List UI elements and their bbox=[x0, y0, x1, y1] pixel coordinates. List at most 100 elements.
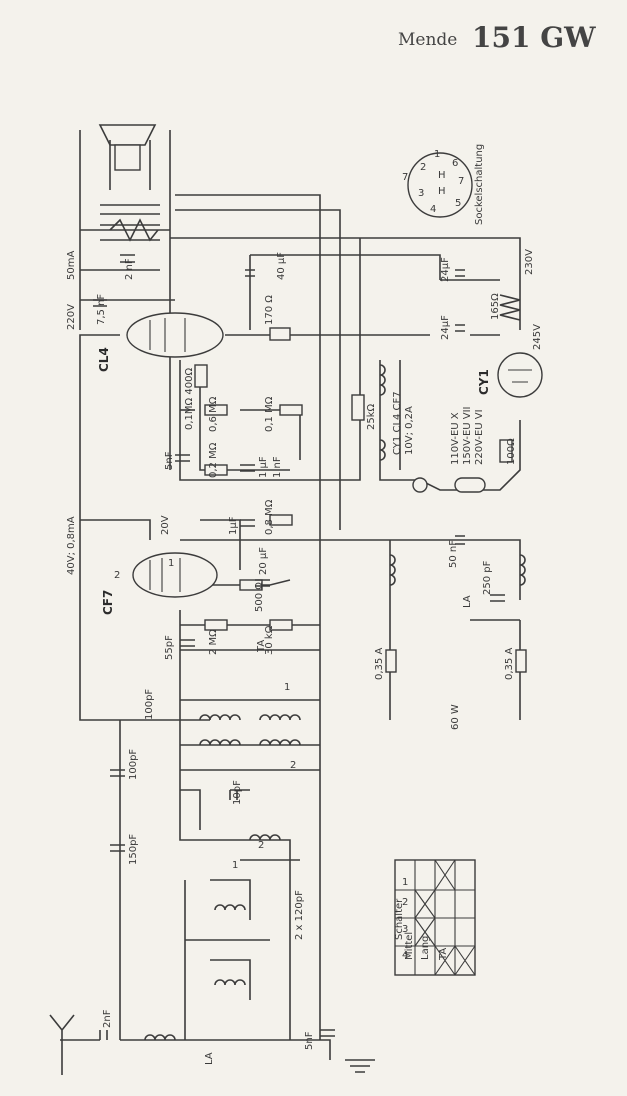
label-100pf: 100pF bbox=[128, 749, 139, 780]
tube-cl4: CL4 bbox=[97, 312, 224, 372]
tube-cy1-label: CY1 bbox=[477, 369, 491, 395]
socket-pin-1: 1 bbox=[434, 149, 440, 160]
label-06m: 0,6 MΩ bbox=[208, 396, 219, 432]
socket-key: 7 bbox=[402, 172, 408, 183]
label-5nf-bot: 5nF bbox=[304, 1031, 315, 1050]
resistor-hum bbox=[109, 218, 159, 242]
switch-table-row-mittel: Mittel bbox=[404, 932, 415, 960]
label-24uf-a: 24µF bbox=[440, 257, 451, 282]
label-1uf2: 1µF bbox=[228, 516, 239, 535]
tube-cy1: CY1 bbox=[477, 352, 543, 398]
tube-cf7-label: CF7 bbox=[101, 590, 115, 615]
ground-icon bbox=[345, 1059, 375, 1073]
label-245v: 245V bbox=[532, 324, 543, 350]
resistor-165 bbox=[499, 294, 521, 321]
switch-col-2: 2 bbox=[402, 897, 408, 908]
resistor-02m bbox=[204, 464, 228, 476]
label-5nf: 5nF bbox=[164, 451, 175, 470]
label-230v: 230V bbox=[524, 249, 535, 275]
label-ta: TA bbox=[256, 640, 267, 653]
label-switch-1b: 1 bbox=[232, 860, 238, 871]
tube-cf7: CF7 bbox=[101, 552, 218, 615]
label-55pf: 55pF bbox=[164, 635, 175, 660]
socket-pin-h2: H bbox=[438, 186, 446, 197]
label-2nf-ant: 2nF bbox=[102, 1009, 113, 1028]
coils bbox=[144, 364, 526, 1041]
label-20uf: 20 µF bbox=[258, 547, 269, 575]
socket-pin-4: 4 bbox=[430, 204, 436, 215]
label-40v: 40V; 0,8mA bbox=[66, 516, 77, 575]
label-50nf: 50 nF bbox=[448, 540, 459, 568]
socket-diagram: 7 1 6 2 3 4 5 7 H H Sockelschaltung bbox=[402, 144, 485, 225]
resistor-01m bbox=[279, 404, 303, 416]
fuse-b bbox=[515, 649, 527, 673]
resistors bbox=[109, 218, 527, 673]
pilot-lamp-icon bbox=[412, 477, 428, 493]
label-switch-1a: 1 bbox=[284, 682, 290, 693]
resistor-2m bbox=[204, 619, 228, 631]
label-switch-2b: 2 bbox=[258, 840, 264, 851]
switch-table-marks bbox=[414, 859, 476, 976]
label-40uf: 40 µF bbox=[276, 252, 287, 280]
label-60w: 60 W bbox=[450, 704, 461, 730]
label-150: 150V-EU VII bbox=[462, 406, 473, 465]
label-2x120: 2 x 120pF bbox=[294, 890, 305, 940]
label-08m: 0,8 MΩ bbox=[264, 499, 275, 535]
socket-pin-7: 7 bbox=[458, 176, 464, 187]
socket-pin-3: 3 bbox=[418, 188, 424, 199]
switch-col-4: 4 bbox=[402, 950, 408, 961]
label-100pf-v: 100pF bbox=[144, 689, 155, 720]
label-10pf: 10pF bbox=[232, 780, 243, 805]
label-220v: 220V bbox=[66, 304, 77, 330]
label-170: 170 Ω bbox=[264, 295, 275, 325]
label-30k: 30 kΩ bbox=[264, 625, 275, 655]
wiring bbox=[60, 130, 521, 1060]
label-24uf-b: 24µF bbox=[440, 315, 451, 340]
label-20v: 20V bbox=[160, 515, 171, 535]
regulator-tube bbox=[454, 477, 486, 493]
label-500: 500 Ω bbox=[254, 582, 265, 612]
label-035a-a: 0,35 A bbox=[374, 648, 385, 680]
resistor-08m bbox=[269, 514, 293, 526]
label-400: 0,1MΩ 400Ω bbox=[184, 368, 195, 430]
resistor-500 bbox=[239, 579, 263, 591]
label-150pf: 150pF bbox=[128, 834, 139, 865]
label-switch-2c: 2 bbox=[114, 570, 120, 581]
switch-col-3: 3 bbox=[402, 924, 408, 935]
label-la-bot: LA bbox=[204, 1052, 215, 1065]
label-50ma: 50mA bbox=[66, 251, 77, 280]
label-035a-b: 0,35 A bbox=[504, 648, 515, 680]
resistor-100 bbox=[499, 439, 513, 463]
label-switch-1c: 1 bbox=[168, 558, 174, 569]
switch-table-row-ta: TA bbox=[438, 948, 449, 961]
resistor-06m bbox=[204, 404, 228, 416]
label-110: 110V-EU X bbox=[450, 412, 461, 465]
switch-table-header: Schalter bbox=[394, 898, 405, 940]
label-la-mid: LA bbox=[462, 595, 473, 608]
label-1nf: 1 nF bbox=[272, 456, 283, 478]
label-220: 220V-EU VI bbox=[474, 409, 485, 465]
resistor-170 bbox=[269, 327, 291, 341]
antenna-icon bbox=[49, 1014, 75, 1075]
title-brand: Mende bbox=[398, 30, 457, 50]
socket-caption: Sockelschaltung bbox=[474, 144, 485, 225]
capacitors bbox=[93, 254, 505, 1040]
socket-pin-5: 5 bbox=[455, 198, 461, 209]
switch-col-1: 1 bbox=[402, 877, 408, 888]
tube-cl4-label: CL4 bbox=[97, 347, 111, 372]
label-165: 165Ω bbox=[490, 293, 501, 320]
title-model: 151 GW bbox=[472, 21, 596, 54]
label-2nf-top: 2 nF bbox=[124, 258, 135, 280]
label-100: 100Ω bbox=[506, 438, 517, 465]
resistor-400 bbox=[194, 364, 208, 388]
label-250pf: 250 pF bbox=[482, 560, 493, 595]
speaker-icon bbox=[98, 124, 157, 171]
label-25k: 25kΩ bbox=[366, 403, 377, 430]
fuse-a bbox=[385, 649, 397, 673]
label-02m: 0,2 MΩ bbox=[208, 442, 219, 478]
switch-table-row-lang: Lang bbox=[420, 936, 431, 960]
label-1uf: 1 µF bbox=[258, 456, 269, 478]
label-01m: 0,1 MΩ bbox=[264, 396, 275, 432]
component-labels: 220V 50mA 7,5 nF 2 nF 40 µF 170 Ω 24µF 2… bbox=[66, 249, 543, 1065]
